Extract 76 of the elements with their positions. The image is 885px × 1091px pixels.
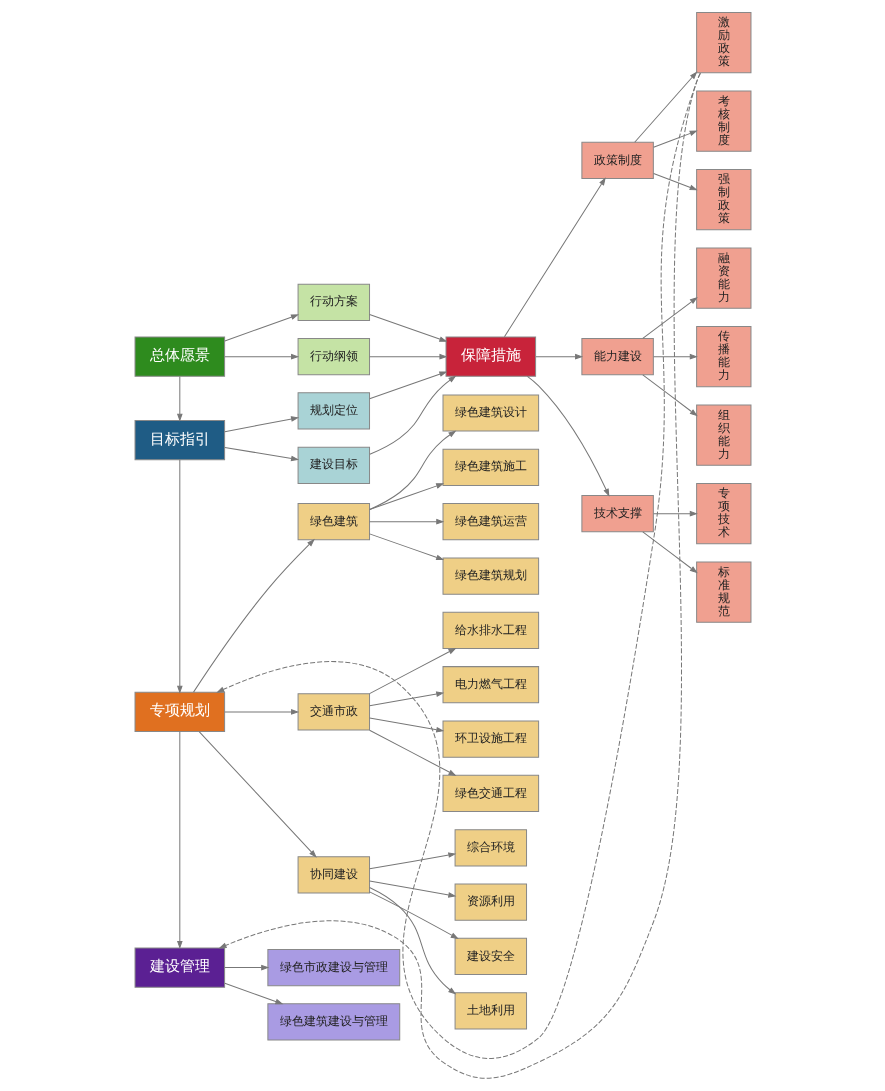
node-box: 综合环境 [454, 829, 527, 867]
node-box: 融资能力 [695, 247, 751, 309]
node-box: 土地利用 [454, 992, 527, 1030]
arrow [641, 296, 698, 339]
node-box: 绿色交通工程 [442, 774, 539, 813]
node-box: 规划定位 [297, 392, 370, 430]
node-box: 绿色建筑施工 [442, 448, 539, 486]
node-box: 强制政策 [695, 168, 751, 231]
arrow [176, 376, 183, 422]
node-box: 行动纲领 [297, 338, 370, 376]
node-box: 绿色市政建设与管理 [266, 948, 400, 987]
arrow [368, 852, 456, 870]
node-box: 建设安全 [454, 937, 527, 976]
node-box: 建设目标 [297, 446, 370, 484]
node-box: 环卫设施工程 [442, 720, 539, 758]
node-box: 建设管理 [134, 947, 225, 988]
node-box: 资源利用 [454, 883, 527, 921]
arrow [223, 982, 283, 1005]
arrow [368, 375, 456, 455]
node-box: 政策制度 [580, 141, 654, 179]
arrow [368, 729, 456, 776]
node-box: 传播能力 [695, 325, 751, 388]
node-box: 技术支撑 [580, 495, 654, 533]
node-box: 给水排水工程 [442, 611, 539, 649]
node-box: 行动方案 [297, 283, 370, 321]
arrow [368, 430, 456, 510]
node-box: 组织能力 [695, 404, 751, 466]
arrow [368, 691, 444, 707]
arrow [368, 647, 456, 695]
arrow [368, 483, 444, 510]
node-box: 能力建设 [580, 338, 654, 376]
arrow [176, 459, 183, 694]
node-box: 专项规划 [134, 691, 225, 733]
arrow [223, 416, 299, 433]
node-box: 交通市政 [297, 693, 370, 731]
node-box: 标准规范 [695, 561, 751, 623]
node-box: 总体愿景 [134, 336, 225, 377]
arrow [223, 353, 299, 360]
node-box: 目标指引 [134, 420, 225, 461]
node-box: 协同建设 [297, 856, 370, 894]
arrow [368, 717, 444, 733]
arrow [223, 709, 299, 715]
arrow [223, 314, 299, 342]
arrow [652, 510, 698, 517]
arrow [368, 518, 444, 525]
node-box: 绿色建筑建设与管理 [266, 1003, 400, 1041]
arrow [368, 880, 456, 898]
arrow [633, 71, 697, 143]
arrow [223, 964, 269, 971]
arrow [526, 375, 609, 497]
arrow [652, 173, 698, 191]
arrow [368, 371, 447, 400]
node-box: 保障措施 [445, 336, 536, 377]
node-box: 绿色建筑规划 [442, 557, 539, 595]
node-box: 绿色建筑设计 [442, 394, 539, 432]
arrow [641, 531, 698, 574]
arrow [198, 731, 317, 858]
arrow [652, 353, 698, 360]
node-box: 电力燃气工程 [442, 666, 539, 704]
arrow [368, 533, 444, 561]
arrow [223, 446, 299, 462]
arrow [368, 314, 447, 342]
arrow [176, 731, 183, 950]
arrow [368, 887, 456, 995]
arrow [641, 374, 698, 417]
node-box: 考核制度 [695, 90, 751, 152]
arrow [368, 891, 459, 940]
arrow [192, 538, 315, 693]
node-box: 绿色建筑运营 [442, 503, 539, 541]
node-box: 激励政策 [695, 11, 751, 74]
arrow [503, 177, 606, 338]
node-box: 绿色建筑 [297, 503, 370, 541]
arrow [368, 353, 447, 360]
node-box: 专项技术 [695, 482, 751, 545]
arrow [534, 353, 583, 360]
arrow [652, 130, 698, 148]
